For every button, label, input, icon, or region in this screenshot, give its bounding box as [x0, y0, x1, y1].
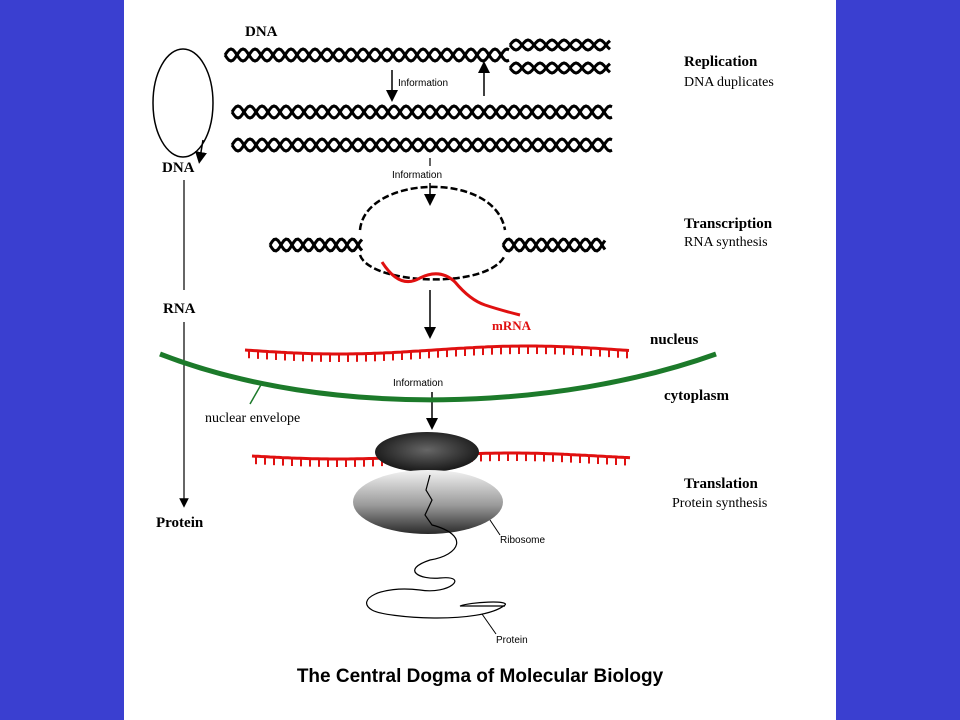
dna-copy-helix-2 — [230, 137, 613, 153]
ribosome-small-subunit — [353, 470, 503, 534]
bubble-bottom-strand — [358, 254, 507, 281]
nucleus-label: nucleus — [650, 332, 699, 348]
rna-label: RNA — [163, 301, 196, 317]
information-label-2: Information — [392, 170, 442, 181]
information-label-1: Information — [398, 78, 448, 89]
dna-copy-helix-2-strand-1 — [230, 137, 613, 153]
ribosome-label: Ribosome — [500, 535, 545, 546]
translation-subheading: Protein synthesis — [672, 496, 767, 511]
nuclear-envelope-label: nuclear envelope — [205, 411, 300, 426]
bubble-top-strand — [358, 185, 507, 231]
information-arrows: Information Information Information — [386, 61, 490, 430]
dna-copy-helix-1 — [230, 104, 613, 120]
dna-transcription-right-helix-strand-1 — [501, 237, 607, 253]
diagram-title: The Central Dogma of Molecular Biology — [297, 666, 664, 687]
mrna-strand — [380, 261, 521, 317]
mrna-nucleus-comb — [244, 344, 630, 362]
ribosome: Ribosome — [353, 432, 545, 546]
protein-chain — [366, 474, 506, 619]
dna-parent-helix-strand-2 — [223, 47, 510, 63]
process-labels: Replication DNA duplicates Transcription… — [650, 54, 774, 511]
dna-transcription-right-helix-strand-2 — [501, 237, 607, 253]
dna-copy-helix-1-strand-1 — [230, 104, 613, 120]
replication-loop — [152, 48, 214, 158]
dna-transcription-left-helix-strand-2 — [268, 237, 364, 253]
dna-parent-helix — [223, 47, 510, 63]
replication-heading: Replication — [684, 54, 758, 70]
ribosome-large-subunit — [375, 432, 479, 472]
dna-split-lower-helix-strand-2 — [508, 61, 612, 75]
dna-copy-helix-2-strand-2 — [230, 137, 613, 153]
dna-copy-helix-1-strand-2 — [230, 104, 613, 120]
cytoplasm-label: cytoplasm — [664, 388, 730, 404]
loop-arrow — [195, 139, 207, 164]
dna-split-upper-helix-strand-2 — [508, 38, 612, 52]
dna-label: DNA — [162, 160, 195, 176]
dna-transcription-right-helix — [501, 237, 607, 253]
dna-split-lower-helix — [508, 61, 612, 75]
dna-transcription-left-helix — [268, 237, 364, 253]
mrna-label: mRNA — [492, 318, 532, 333]
envelope-pointer — [249, 382, 263, 405]
transcription-bubble: mRNA — [358, 185, 532, 333]
dna-strands — [223, 38, 613, 253]
information-label-3: Information — [393, 378, 443, 389]
transcription-subheading: RNA synthesis — [684, 235, 768, 250]
left-flow: DNA DNA RNA Protein — [152, 24, 278, 531]
dna-split-upper-helix — [508, 38, 612, 52]
nuclear-envelope — [159, 351, 717, 403]
protein-label: Protein — [496, 635, 528, 646]
translation-heading: Translation — [684, 476, 759, 492]
replication-subheading: DNA duplicates — [684, 75, 774, 90]
dna-top-label: DNA — [245, 24, 278, 40]
content-panel — [124, 0, 836, 720]
ribosome-pointer — [489, 519, 501, 536]
protein-pointer — [481, 613, 497, 635]
transcription-heading: Transcription — [684, 216, 773, 232]
protein-left-label: Protein — [156, 515, 204, 531]
